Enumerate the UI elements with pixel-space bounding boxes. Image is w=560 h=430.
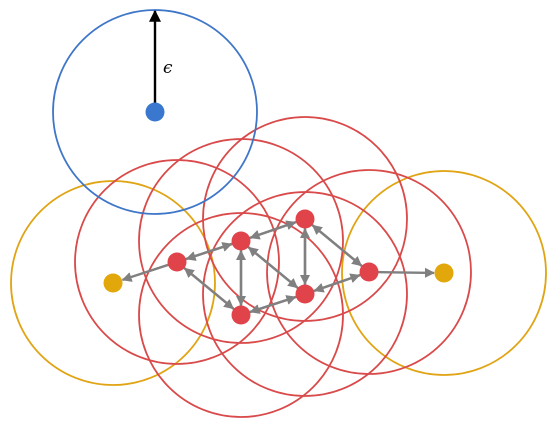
density-arrow-c1-to-b1 (121, 263, 171, 282)
core-neighborhood-circle-c6 (266, 169, 472, 375)
border-neighborhood-circle-b1 (10, 180, 216, 386)
epsilon-annotation: ϵ (149, 9, 173, 110)
core-point-c4 (295, 209, 315, 229)
neighborhood-circles (10, 9, 547, 418)
density-arrow-c6-to-b2 (375, 267, 436, 278)
core-neighborhood-circle-c4 (202, 116, 408, 322)
epsilon-label: ϵ (163, 58, 173, 78)
noise-point-n1 (145, 102, 165, 122)
density-arrow-c5-to-c3 (249, 295, 299, 314)
density-arrow-c4-to-c2 (249, 220, 299, 240)
density-arrows (121, 220, 436, 314)
core-point-c6 (359, 262, 379, 282)
core-neighborhood-circle-c3 (138, 212, 344, 418)
density-arrow-c6-to-c4 (311, 224, 365, 269)
core-neighborhood-circle-c1 (74, 159, 280, 365)
density-arrow-c6-to-c5 (313, 273, 363, 293)
data-points (103, 102, 454, 325)
core-point-c1 (167, 252, 187, 272)
density-arrow-c5-to-c2 (247, 246, 301, 291)
density-arrow-c3-to-c1 (183, 267, 237, 312)
core-point-c5 (295, 284, 315, 304)
border-point-b2 (434, 263, 454, 283)
core-point-c3 (231, 305, 251, 325)
core-point-c2 (231, 231, 251, 251)
density-arrow-c2-to-c1 (185, 242, 235, 261)
border-neighborhood-circle-b2 (341, 170, 547, 376)
border-point-b1 (103, 273, 123, 293)
